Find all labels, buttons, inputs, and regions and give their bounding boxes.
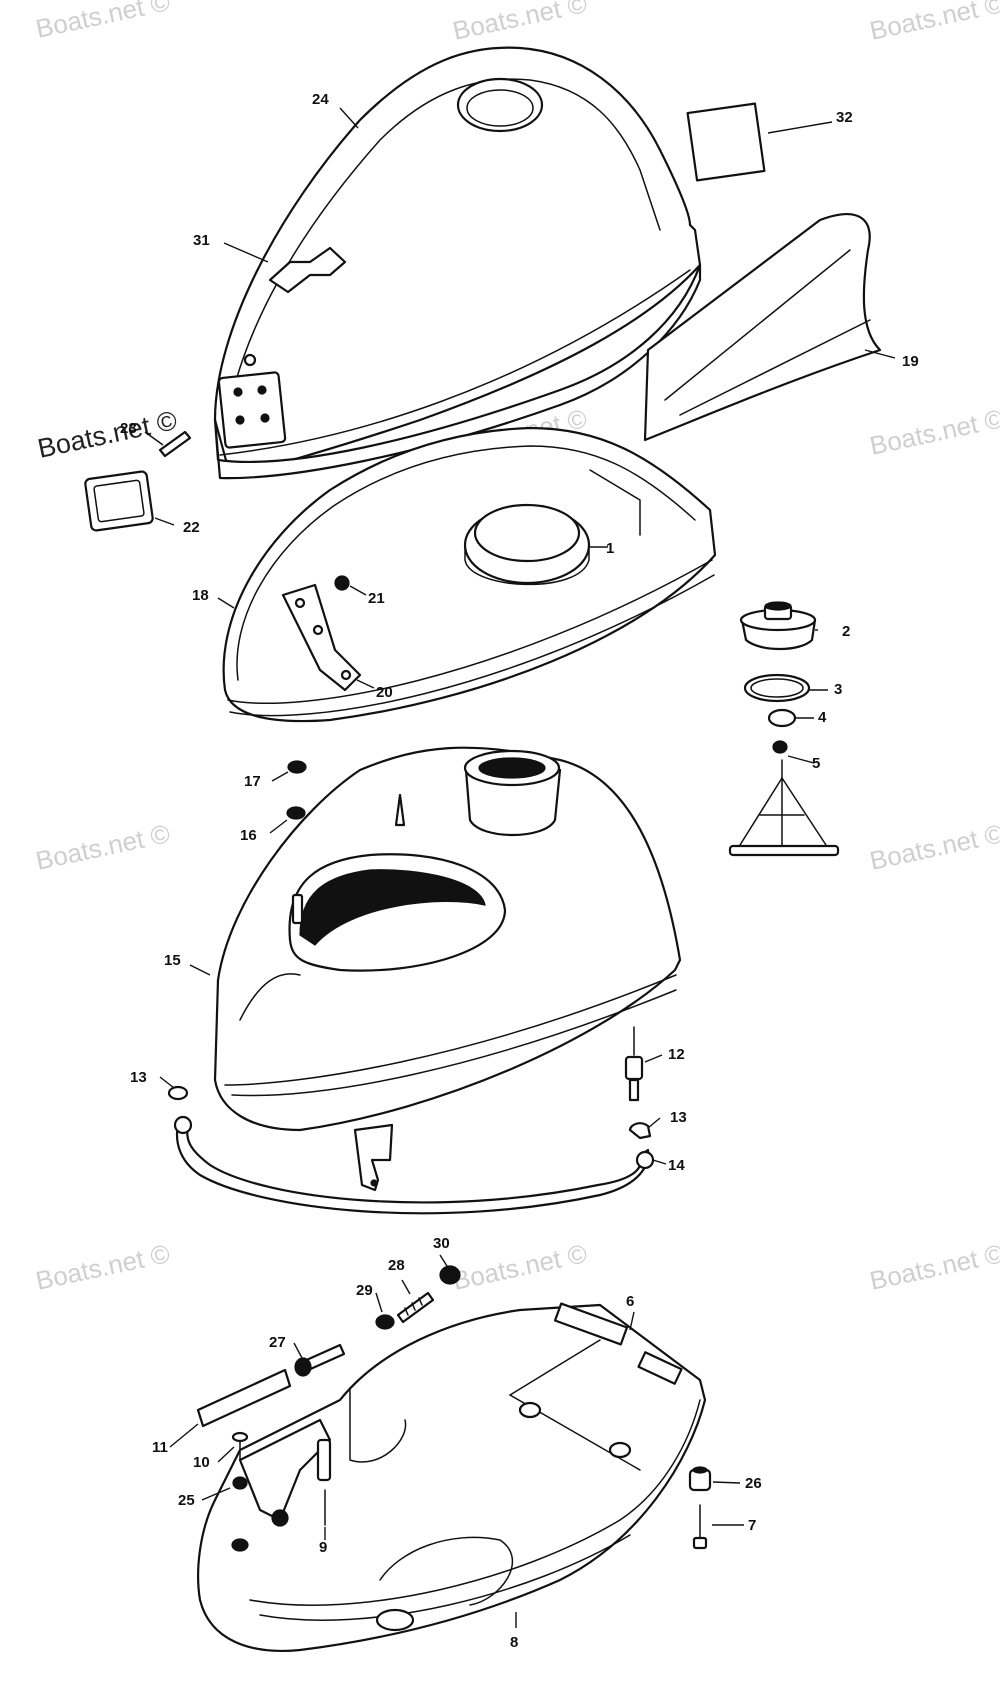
callout-19: 19 xyxy=(902,353,919,370)
watermark: Boats.net © xyxy=(33,818,172,876)
lower-cowl-part-15 xyxy=(173,746,682,1215)
callout-26: 26 xyxy=(745,1475,762,1492)
callout-28: 28 xyxy=(388,1257,405,1274)
watermark: Boats.net © xyxy=(867,1238,1000,1296)
callout-24: 24 xyxy=(312,91,329,108)
screw-part-7 xyxy=(692,1504,708,1550)
callout-22: 22 xyxy=(183,519,200,536)
nut-part-5 xyxy=(772,740,788,754)
watermark: Boats.net © xyxy=(867,0,1000,46)
callout-4: 4 xyxy=(818,709,827,726)
latch-part-12 xyxy=(624,1026,644,1102)
callout-18: 18 xyxy=(192,587,209,604)
callout-1: 1 xyxy=(606,540,614,557)
callout-23: 23 xyxy=(120,420,137,437)
washer-part-29 xyxy=(375,1314,395,1330)
fuel-cap-part-2 xyxy=(739,601,817,650)
watermark: Boats.net © xyxy=(450,0,589,46)
gasket-part-22 xyxy=(84,470,154,532)
watermark: Boats.net © xyxy=(867,818,1000,876)
callout-13-left: 13 xyxy=(130,1069,147,1086)
knob-part-26 xyxy=(688,1466,712,1492)
watermark-dark: Boats.net © xyxy=(35,405,180,464)
callout-labels: 24 31 32 19 23 22 1 18 21 20 2 3 4 5 17 … xyxy=(120,91,919,1651)
callout-12: 12 xyxy=(668,1046,685,1063)
screw-part-10 xyxy=(231,1431,249,1461)
side-decal-part-19 xyxy=(643,213,882,442)
tray-part-18 xyxy=(222,426,717,723)
callout-8: 8 xyxy=(510,1634,518,1651)
watermark: Boats.net © xyxy=(33,0,172,44)
callout-16: 16 xyxy=(240,827,257,844)
callout-6: 6 xyxy=(626,1293,634,1310)
callout-25: 25 xyxy=(178,1492,195,1509)
callout-14: 14 xyxy=(668,1157,685,1174)
nut-part-30 xyxy=(439,1265,461,1285)
clip-part-13-right xyxy=(628,1122,652,1140)
label-part-32 xyxy=(686,102,766,182)
watermark: Boats.net © xyxy=(33,1238,172,1296)
callout-31: 31 xyxy=(193,232,210,249)
callout-9: 9 xyxy=(319,1539,327,1556)
top-cowl-part-24 xyxy=(213,46,702,480)
washer-part-4 xyxy=(767,708,797,728)
vent-stand xyxy=(728,759,840,857)
callout-3: 3 xyxy=(834,681,842,698)
callout-20: 20 xyxy=(376,684,393,701)
callout-27: 27 xyxy=(269,1334,286,1351)
clip-part-13-left xyxy=(167,1085,189,1101)
callout-7: 7 xyxy=(748,1517,756,1534)
callout-29: 29 xyxy=(356,1282,373,1299)
callout-32: 32 xyxy=(836,109,853,126)
grommet-part-17 xyxy=(287,760,307,774)
callout-21: 21 xyxy=(368,590,385,607)
leader-lines xyxy=(144,107,896,1628)
screw-part-23 xyxy=(158,430,192,458)
watermark: Boats.net © xyxy=(867,403,1000,461)
callout-13-right: 13 xyxy=(670,1109,687,1126)
callout-17: 17 xyxy=(244,773,261,790)
callout-10: 10 xyxy=(193,1454,210,1471)
callout-15: 15 xyxy=(164,952,181,969)
bottom-pan-part-6 xyxy=(197,1302,707,1652)
bolt-part-27 xyxy=(294,1343,346,1377)
watermark: Boats.net © xyxy=(450,1238,589,1296)
nut-part-16 xyxy=(286,806,306,820)
callout-30: 30 xyxy=(433,1235,450,1252)
callout-2: 2 xyxy=(842,623,850,640)
decal-part-11 xyxy=(196,1368,292,1428)
callout-11: 11 xyxy=(152,1439,168,1456)
callout-5: 5 xyxy=(812,755,820,772)
stud-part-28 xyxy=(396,1291,435,1324)
